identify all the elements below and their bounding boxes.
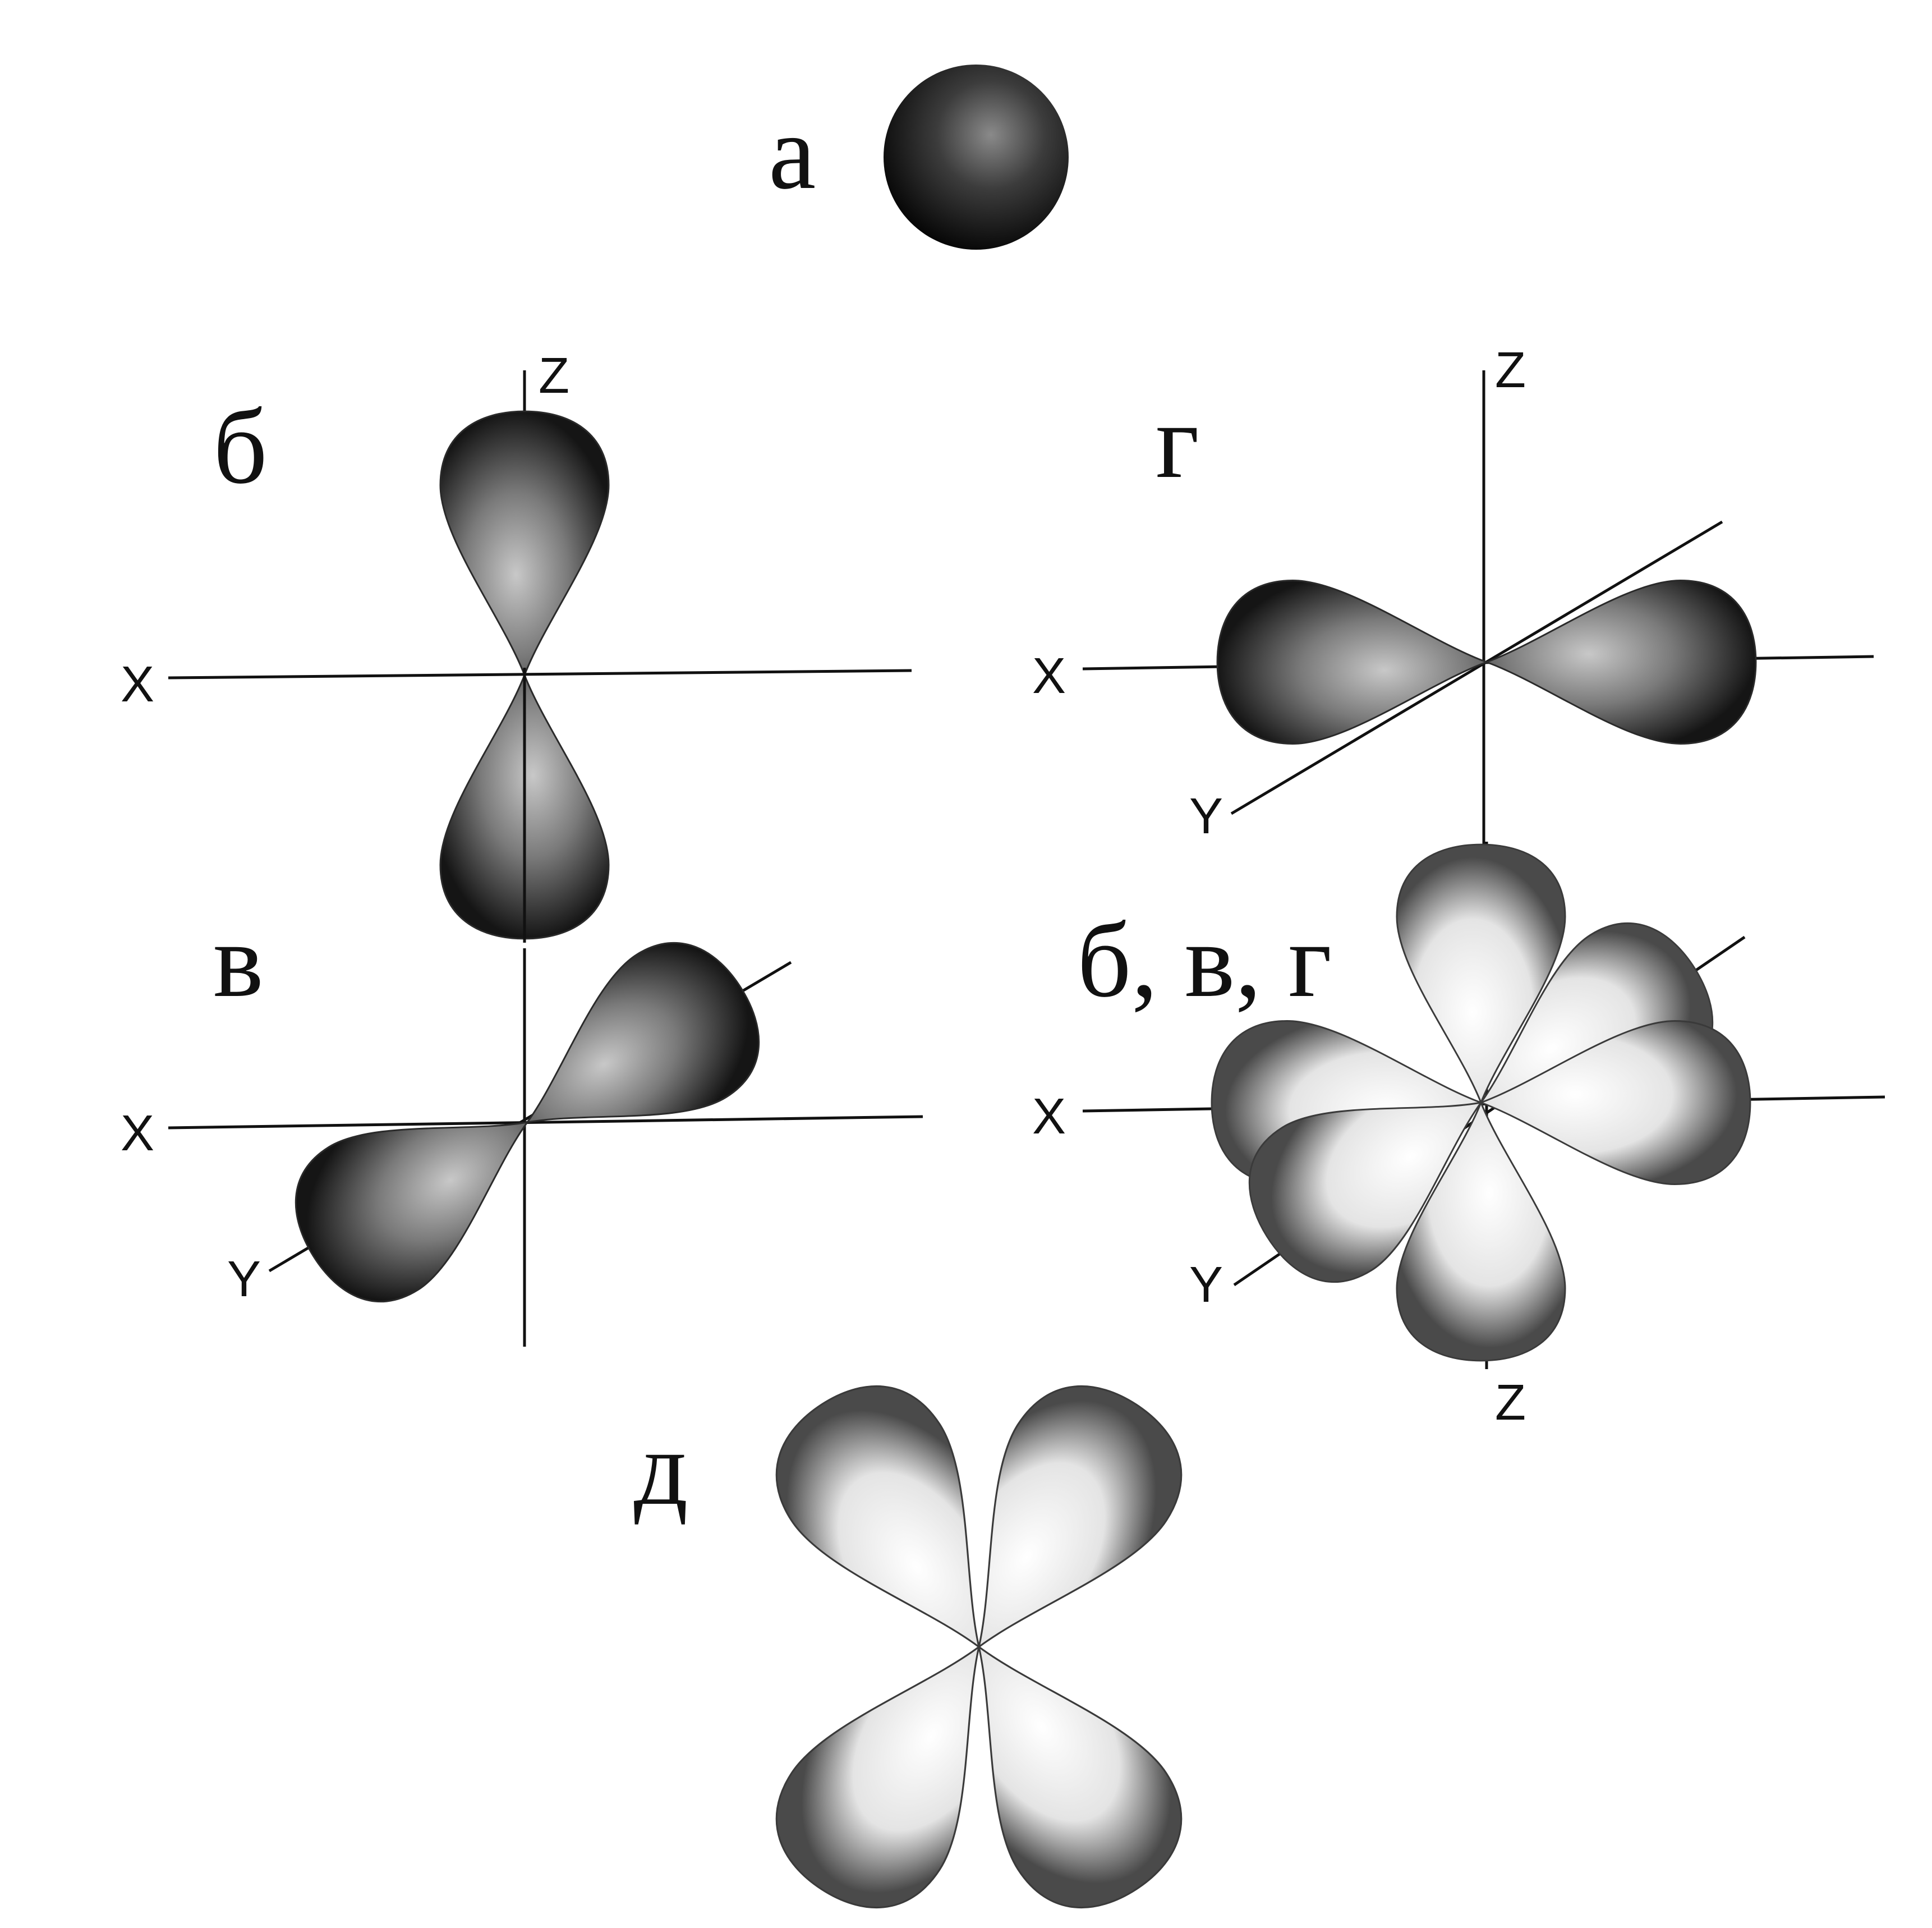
px-lobe-right — [1485, 580, 1757, 745]
label-v: в — [213, 902, 264, 1020]
x-axis-label-bvg: X — [1032, 1089, 1066, 1145]
label-g: г — [1156, 383, 1199, 501]
s-orbital-sphere — [884, 65, 1069, 250]
y-axis-label-g: Y — [1189, 788, 1223, 844]
panel-bvg: б, в, г X Y Z — [1032, 842, 1885, 1431]
py-lobe-front — [268, 1050, 573, 1329]
label-bvg: б, в, г — [1077, 902, 1332, 1020]
panel-d: д — [634, 1355, 1212, 1928]
panel-v: в X Y — [121, 902, 923, 1347]
panel-g: г Z X Y — [1032, 342, 1874, 853]
panel-a: а — [769, 65, 1069, 250]
z-axis-label-b: Z — [539, 348, 569, 404]
pz-lobe-upper — [439, 410, 610, 676]
label-b: б — [213, 388, 268, 506]
py-lobe-back — [482, 916, 787, 1195]
x-axis-v — [168, 1115, 923, 1130]
z-axis-label-bvg: Z — [1495, 1375, 1526, 1431]
x-axis-label-g: X — [1032, 648, 1066, 704]
label-a: а — [769, 94, 816, 212]
x-axis-label-v: X — [121, 1105, 154, 1162]
px-lobe-left — [1216, 580, 1488, 745]
z-axis-label-g: Z — [1495, 342, 1526, 398]
y-axis-g — [1230, 520, 1723, 815]
panel-b: б Z X — [121, 348, 912, 943]
label-d: д — [634, 1410, 688, 1527]
y-axis-label-bvg: Y — [1189, 1257, 1223, 1313]
x-axis-label-b: X — [121, 657, 154, 713]
x-axis-b — [168, 669, 912, 680]
y-axis-label-v: Y — [227, 1251, 261, 1307]
